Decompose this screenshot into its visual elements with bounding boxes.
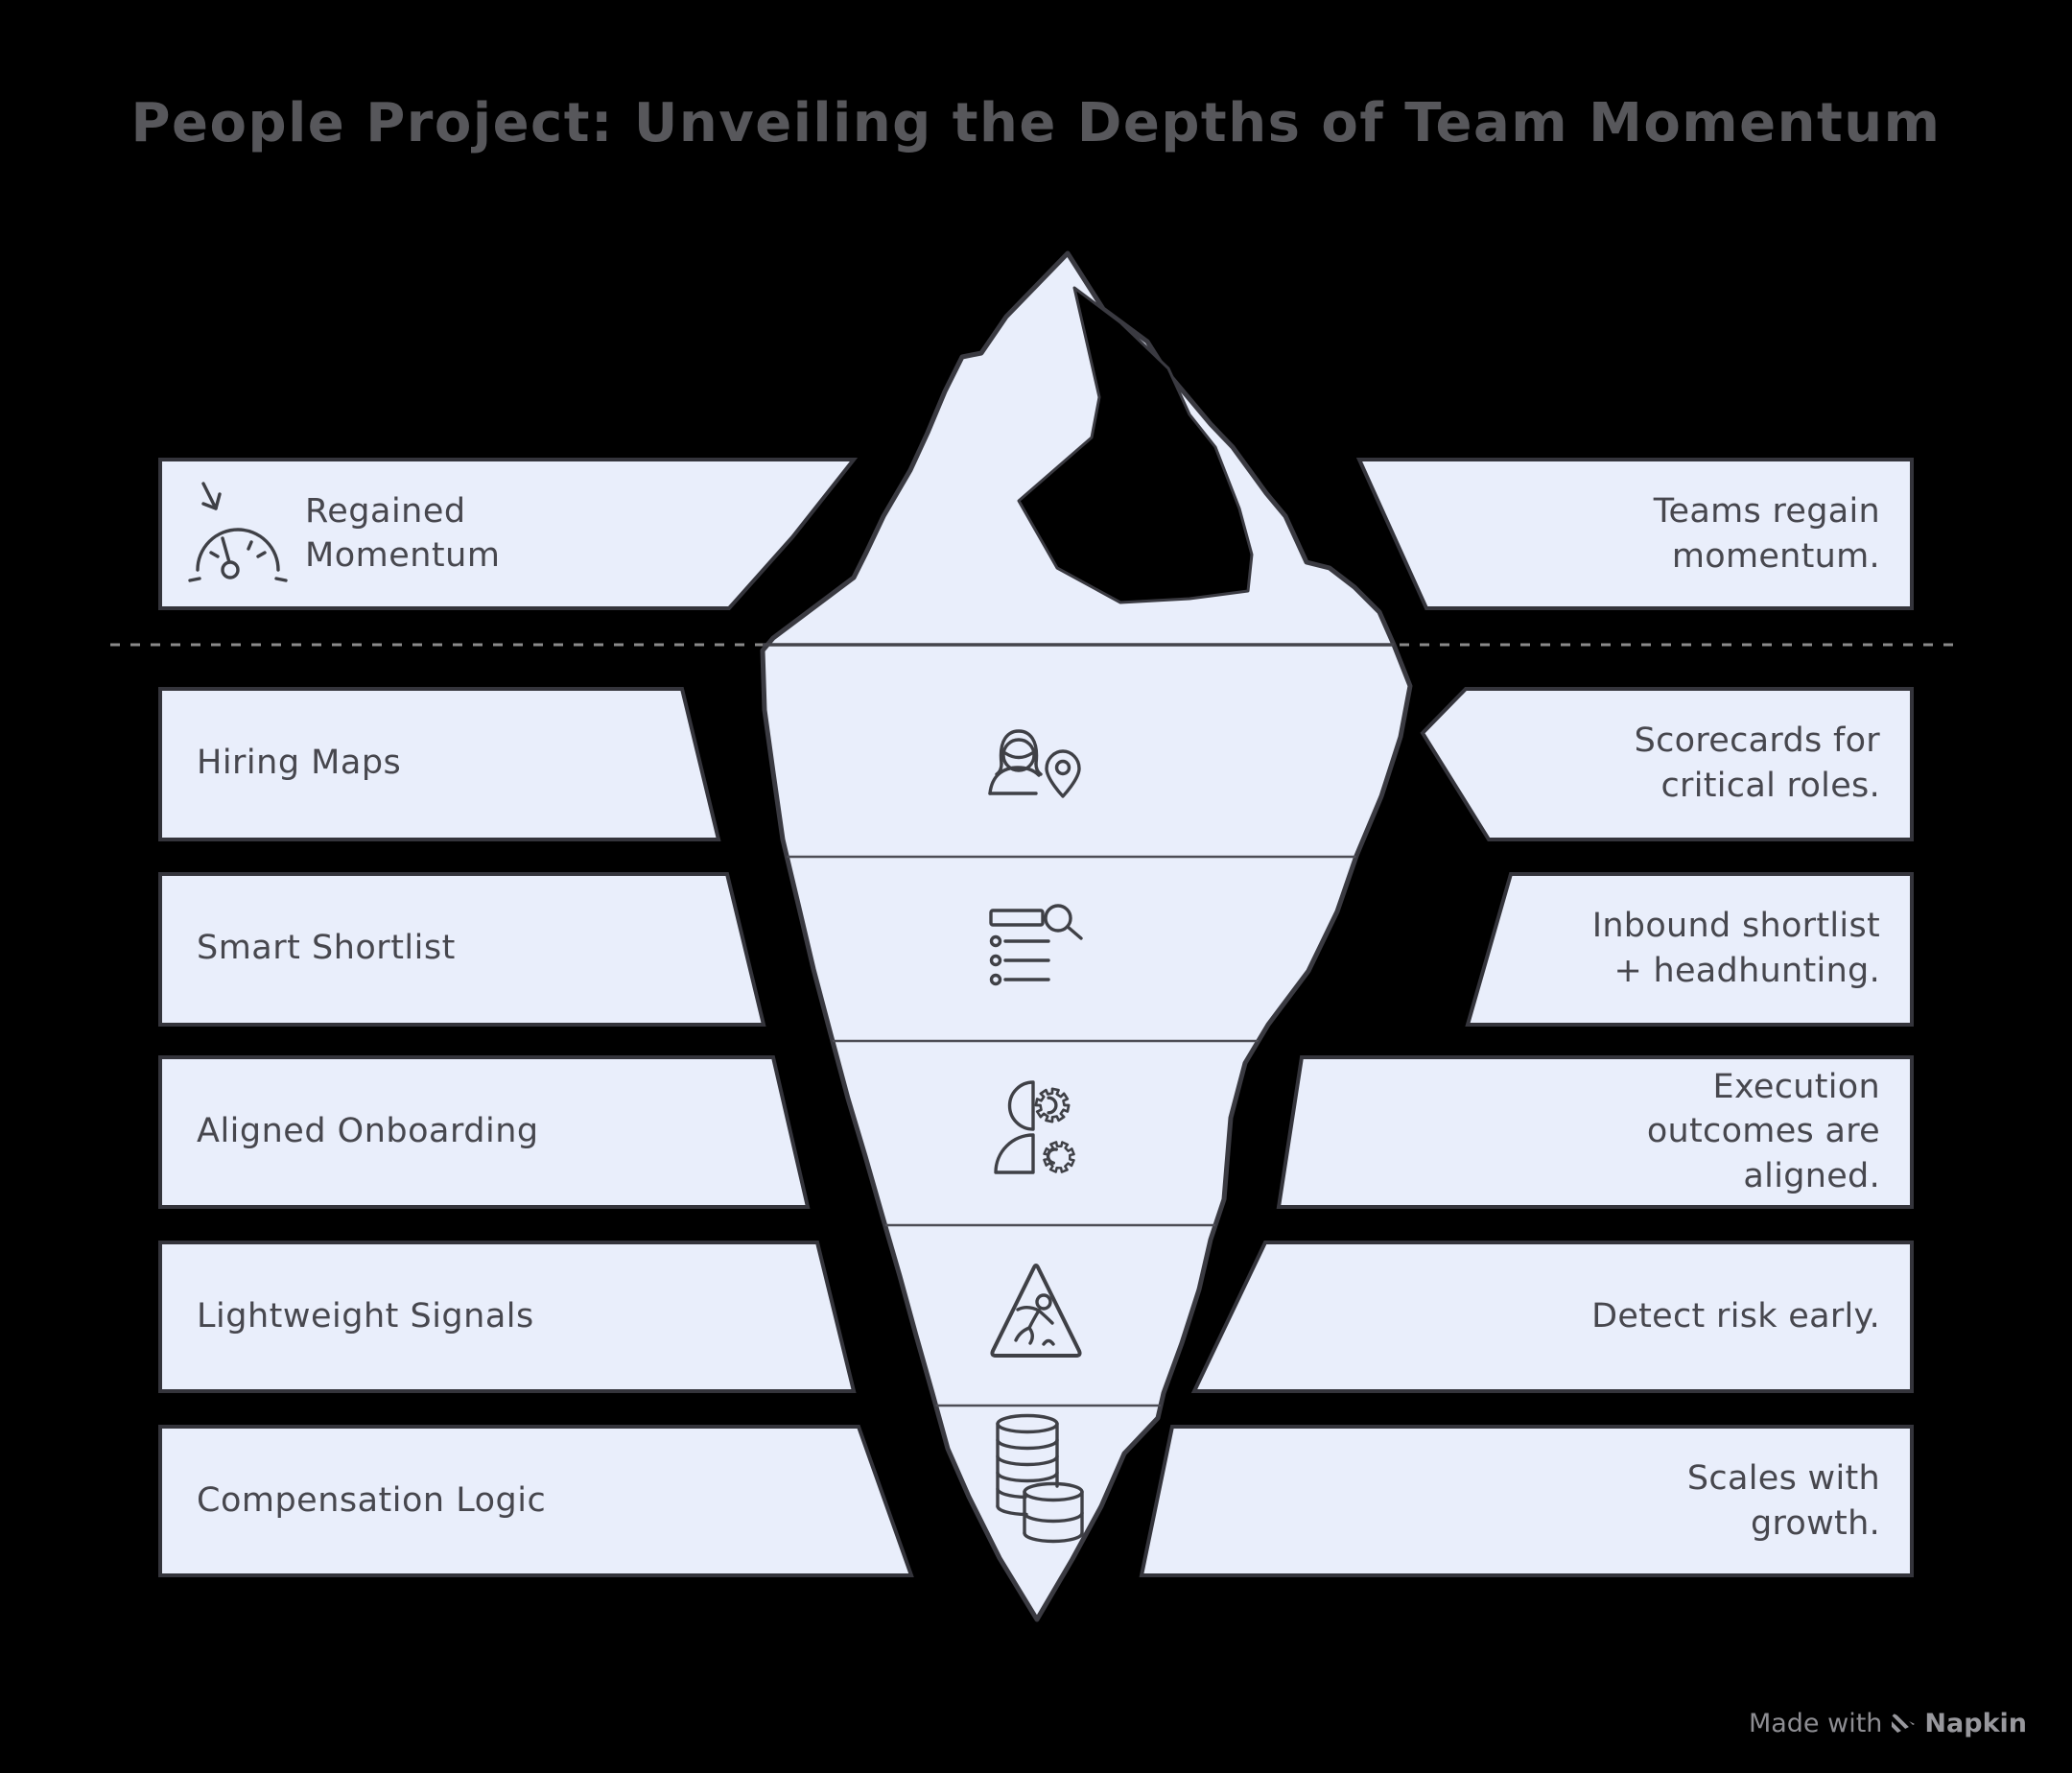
iceberg-shadow-facet bbox=[1017, 286, 1254, 604]
band-right-detect-risk bbox=[1190, 1241, 1914, 1393]
band-left-compensation-logic bbox=[158, 1425, 914, 1577]
napkin-brand-text: Napkin bbox=[1924, 1709, 2027, 1738]
description-scales-growth: Scales with growth. bbox=[1686, 1459, 1880, 1543]
label-compensation-logic: Compensation Logic bbox=[197, 1480, 547, 1520]
label-aligned-onboarding: Aligned Onboarding bbox=[197, 1111, 539, 1150]
napkin-logo-icon bbox=[1892, 1712, 1916, 1736]
description-teams-regain: Teams regain momentum. bbox=[1653, 492, 1880, 576]
iceberg-section-dividers bbox=[763, 855, 1410, 1407]
made-with-text: Made with bbox=[1748, 1709, 1883, 1738]
label-smart-shortlist: Smart Shortlist bbox=[197, 928, 456, 967]
description-execution-outcomes: Execution outcomes are aligned. bbox=[1646, 1068, 1880, 1195]
description-detect-risk: Detect risk early. bbox=[1591, 1297, 1880, 1336]
coins-stack-icon bbox=[996, 1413, 1084, 1544]
page-title: People Project: Unveiling the Depths of … bbox=[130, 92, 1942, 154]
footer-credit: Made with Napkin bbox=[1749, 1709, 2027, 1738]
band-left-smart-shortlist bbox=[158, 872, 766, 1027]
description-inbound-shortlist: Inbound shortlist + headhunting. bbox=[1591, 907, 1880, 990]
band-right-execution-outcomes bbox=[1276, 1055, 1914, 1209]
band-left-aligned-onboarding bbox=[158, 1055, 811, 1209]
band-right-inbound-shortlist bbox=[1465, 872, 1914, 1027]
band-right-scales-growth bbox=[1139, 1425, 1914, 1577]
iceberg-body bbox=[760, 250, 1413, 1622]
band-right-scorecards bbox=[1420, 687, 1914, 841]
label-regained-momentum: Regained Momentum bbox=[305, 492, 501, 575]
gauge-momentum-icon bbox=[188, 482, 288, 582]
label-hiring-maps: Hiring Maps bbox=[197, 743, 402, 782]
band-right-teams-regain bbox=[1355, 458, 1914, 610]
band-left-hiring-maps bbox=[158, 687, 721, 841]
warning-runner-icon bbox=[990, 1264, 1082, 1358]
label-lightweight-signals: Lightweight Signals bbox=[197, 1296, 534, 1336]
search-list-icon bbox=[989, 904, 1083, 986]
description-scorecards: Scorecards for critical roles. bbox=[1634, 721, 1880, 805]
person-location-icon bbox=[988, 729, 1081, 798]
band-left-regained-momentum bbox=[158, 458, 859, 610]
band-left-lightweight-signals bbox=[158, 1241, 857, 1393]
